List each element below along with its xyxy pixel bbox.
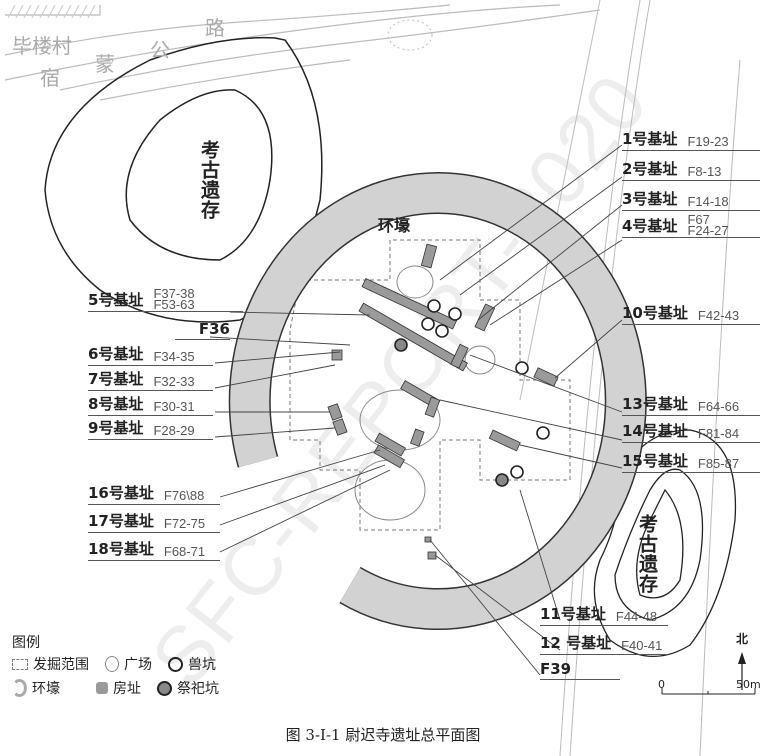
moat-icon — [12, 679, 27, 697]
animal-pits — [421, 299, 550, 479]
relic-area-label-right: 考古遗存 — [636, 514, 658, 594]
small-mound — [387, 19, 433, 51]
hatched-block — [7, 4, 96, 19]
house-icon — [96, 682, 108, 694]
legend-excavation-area: 发掘范围 — [12, 654, 89, 674]
moat — [230, 173, 646, 629]
scale-bar — [661, 688, 756, 695]
plaza-icon — [105, 656, 119, 672]
scale-end: 50m — [736, 678, 761, 691]
legend-plaza: 广场 — [105, 654, 152, 674]
moat-label: 环壕 — [378, 216, 411, 235]
scale-start: 0 — [658, 678, 665, 691]
north-arrow — [738, 652, 746, 690]
road-label: 宿 — [40, 66, 60, 90]
site-label-f39: F39 — [540, 660, 620, 680]
sacrifice-pits — [394, 338, 509, 487]
road-label: 路 — [205, 16, 225, 40]
excavation-area — [289, 239, 571, 531]
road — [4, 4, 601, 101]
dashed-rect-icon — [12, 658, 28, 670]
sacrifice-pit-icon — [157, 680, 172, 696]
north-label: 北 — [736, 632, 749, 646]
road-label: 公 — [150, 38, 170, 62]
animal-pit-icon — [168, 656, 183, 672]
legend-sacrifice-pit: 祭祀坑 — [157, 678, 219, 698]
relic-area-contour-left — [44, 36, 323, 323]
road-label: 蒙 — [95, 52, 115, 76]
site-label-f36: F36 — [175, 320, 230, 340]
relic-area-label-left: 考古遗存 — [198, 140, 220, 220]
road-label-village: 毕楼村 — [12, 34, 72, 58]
legend-animal-pit: 兽坑 — [168, 654, 216, 674]
legend: 图例 发掘范围 广场 兽坑 环壕 房址 祭祀坑 — [12, 632, 219, 700]
figure-caption: 图 3-Ⅰ-1 尉迟寺遗址总平面图 — [285, 726, 481, 744]
houses — [327, 243, 559, 560]
legend-moat: 环壕 — [12, 678, 60, 698]
legend-title: 图例 — [12, 635, 40, 651]
leader-lines — [209, 144, 623, 676]
legend-house: 房址 — [96, 678, 141, 698]
